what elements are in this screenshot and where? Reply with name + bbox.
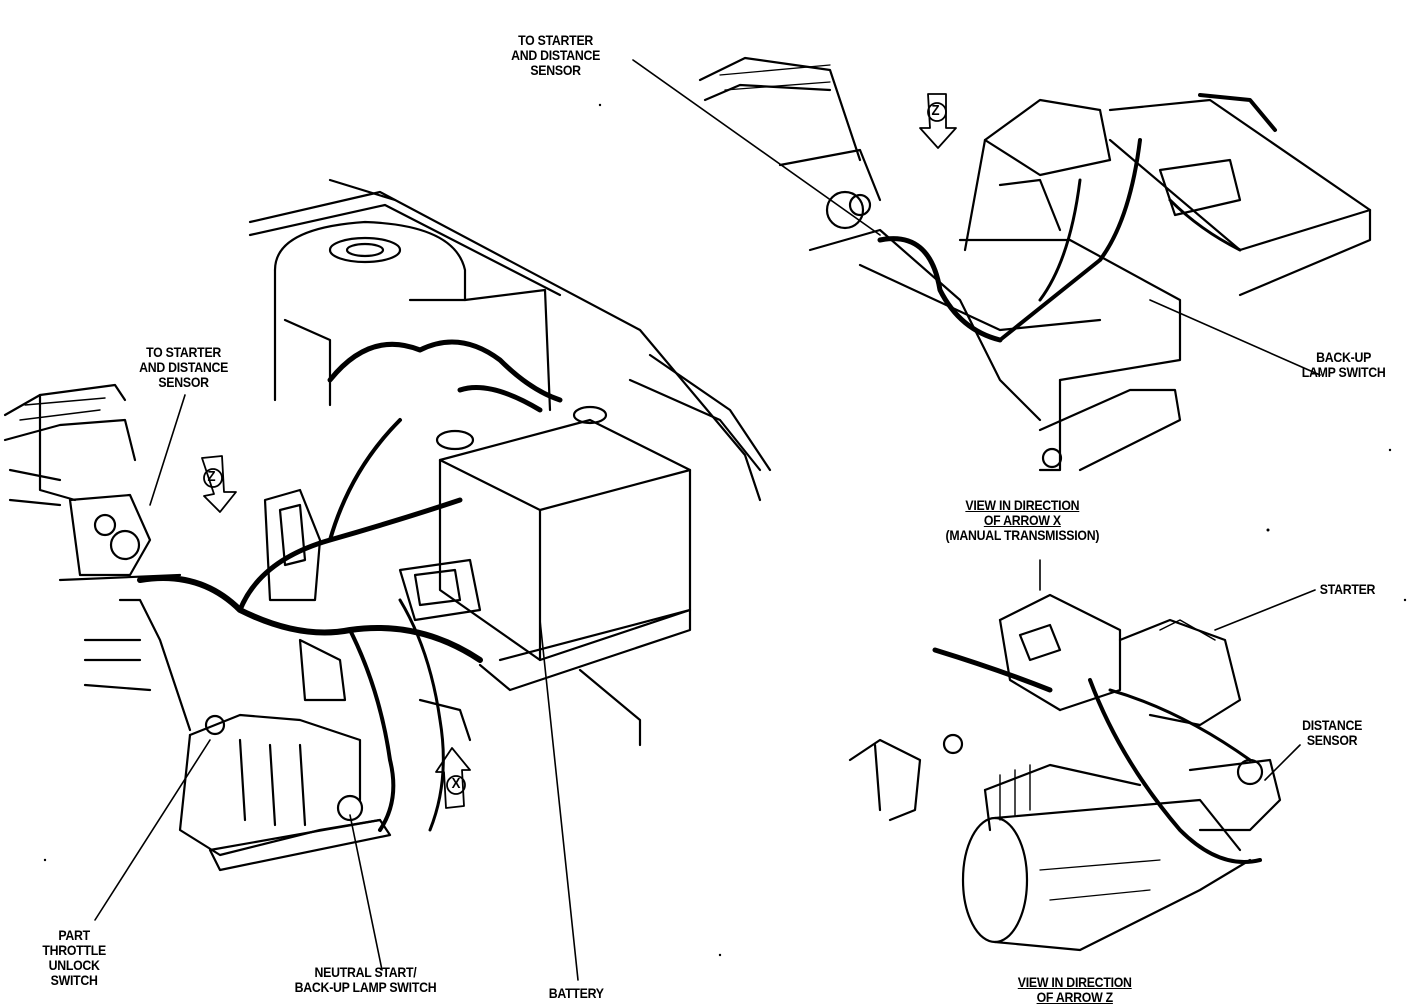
label-backup-lamp-switch: BACK-UP LAMP SWITCH [1301, 349, 1386, 380]
arrow-z-main [201, 455, 237, 513]
scan-speckles [43, 103, 1407, 957]
arrow-x-letter: X [451, 775, 461, 792]
label-part-throttle-unlock-switch: PART THROTTLE UNLOCK SWITCH [42, 927, 106, 988]
label-view-arrow-z: VIEW IN DIRECTION OF ARROW Z [1017, 974, 1132, 1005]
label-neutral-start-switch: NEUTRAL START/ BACK-UP LAMP SWITCH [294, 964, 437, 995]
label-to-starter-top: TO STARTER AND DISTANCE SENSOR [511, 32, 601, 78]
arrow-x-main [435, 747, 471, 809]
arrow-z-view-x [919, 93, 957, 149]
arrow-z-letter-main: Z [207, 468, 216, 485]
label-starter: STARTER [1319, 581, 1376, 597]
label-to-starter-left: TO STARTER AND DISTANCE SENSOR [139, 344, 229, 390]
label-view-arrow-x: VIEW IN DIRECTION OF ARROW X (MANUAL TRA… [945, 497, 1100, 543]
label-battery: BATTERY [548, 985, 604, 1001]
view-z-illustration [848, 593, 1282, 952]
main-view [3, 178, 772, 872]
arrow-z-letter-view-x: Z [931, 102, 940, 119]
label-distance-sensor: DISTANCE SENSOR [1302, 717, 1363, 748]
leader-lines [94, 59, 1321, 981]
view-x-illustration [698, 56, 1372, 472]
